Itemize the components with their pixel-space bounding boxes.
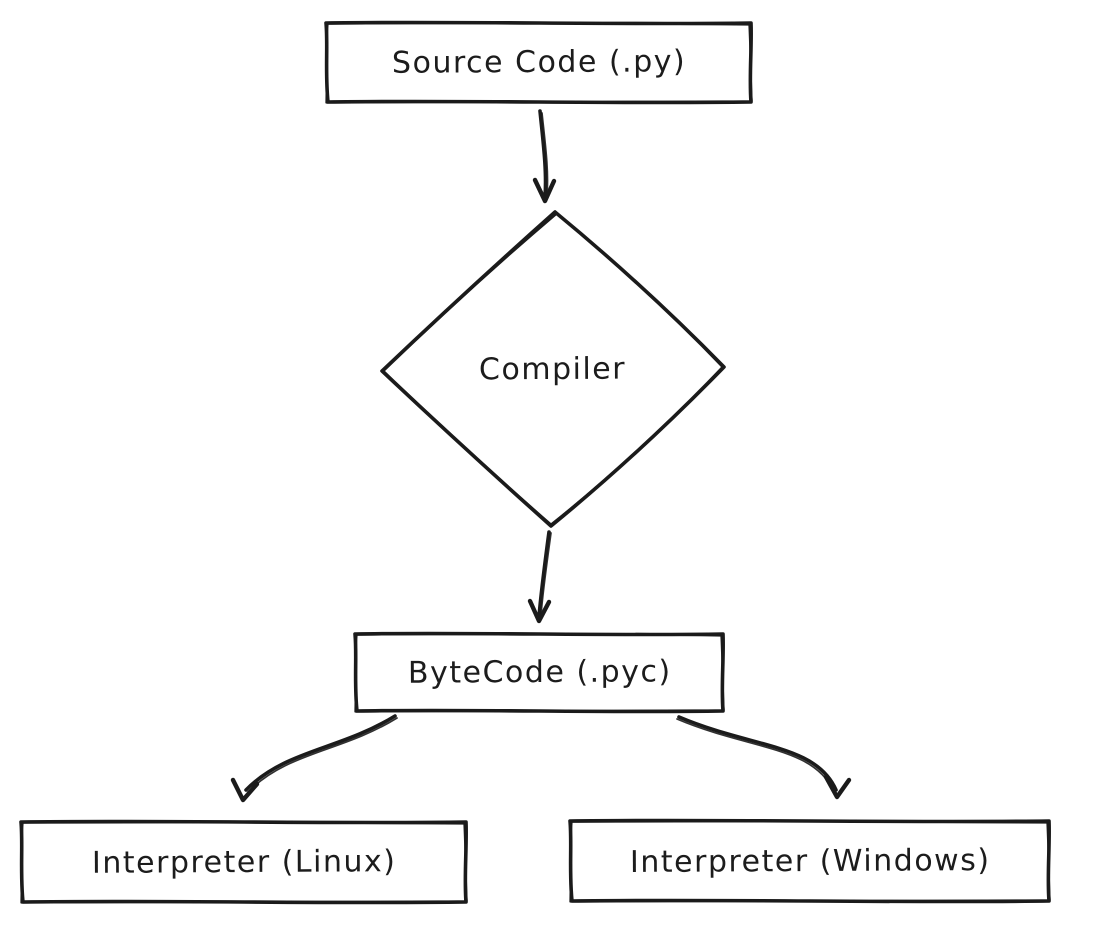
node-interpreter-windows: Interpreter (Windows) bbox=[567, 815, 1053, 907]
node-compiler-label: Compiler bbox=[479, 351, 627, 387]
arrowhead-icon bbox=[527, 598, 552, 624]
diamond-shape bbox=[380, 210, 726, 528]
node-interpreter-linux: Interpreter (Linux) bbox=[18, 816, 470, 908]
node-interpreter-windows-label: Interpreter (Windows) bbox=[629, 842, 991, 880]
node-source-code-label: Source Code (.py) bbox=[391, 44, 687, 81]
node-source-code: Source Code (.py) bbox=[323, 17, 755, 108]
rectangle-shape bbox=[568, 818, 1051, 904]
rectangle-shape bbox=[19, 819, 468, 905]
arrowhead-icon bbox=[823, 774, 852, 800]
node-compiler: Compiler bbox=[378, 208, 728, 530]
edge-bytecode-to-interpreter-linux bbox=[230, 714, 398, 803]
edge-source-to-compiler bbox=[532, 109, 557, 204]
node-bytecode-label: ByteCode (.pyc) bbox=[407, 654, 672, 691]
edge-bytecode-to-interpreter-windows bbox=[676, 715, 852, 800]
arrowhead-icon bbox=[532, 177, 557, 204]
edge-compiler-to-bytecode bbox=[527, 530, 552, 624]
arrowhead-icon bbox=[230, 777, 260, 803]
rectangle-shape bbox=[324, 20, 753, 105]
node-bytecode: ByteCode (.pyc) bbox=[352, 628, 727, 717]
rectangle-shape bbox=[353, 631, 725, 714]
node-interpreter-linux-label: Interpreter (Linux) bbox=[91, 843, 397, 881]
